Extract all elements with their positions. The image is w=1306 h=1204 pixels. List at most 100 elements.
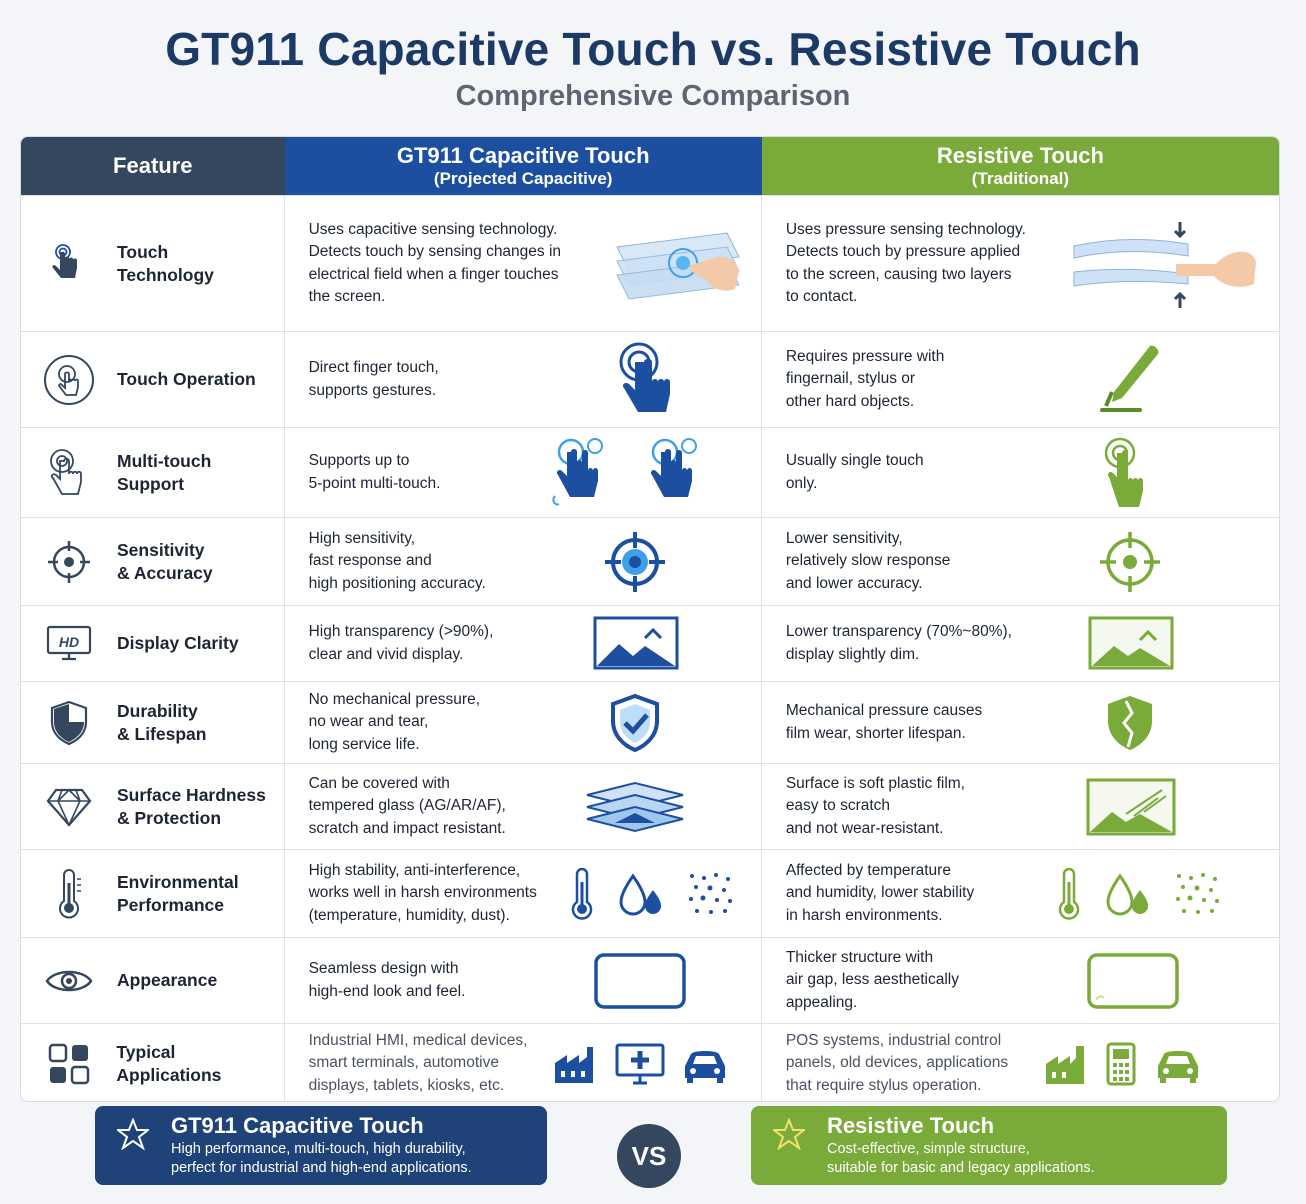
comparison-table: Feature GT911 Capacitive Touch (Projecte… (20, 136, 1280, 1102)
apps-grid-icon (21, 1043, 116, 1085)
resistive-summary-text: Cost-effective, simple structure, suitab… (827, 1141, 1095, 1176)
single-touch-icon (1100, 428, 1148, 517)
feature-label: Typical Applications (116, 1041, 222, 1085)
medical-monitor-icon (615, 1043, 665, 1084)
resistive-description: Uses pressure sensing technology. Detect… (785, 220, 1026, 306)
feature-label: Appearance (117, 970, 218, 990)
eye-icon (21, 966, 117, 996)
vs-badge: VS (617, 1124, 681, 1188)
feature-cell: Surface Hardness & Protection (21, 764, 285, 849)
capacitive-description: No mechanical pressure, no wear and tear… (308, 690, 481, 753)
resistive-cell: Uses pressure sensing technology. Detect… (762, 196, 1279, 331)
star-icon (751, 1112, 827, 1150)
table-row: Surface Hardness & Protection Can be cov… (21, 763, 1279, 849)
resistive-cell: POS systems, industrial control panels, … (762, 1024, 1279, 1101)
feature-cell: Sensitivity & Accuracy (21, 518, 285, 605)
capacitive-summary-card: GT911 Capacitive Touch High performance,… (95, 1106, 547, 1185)
capacitive-cell: High stability, anti-interference, works… (285, 850, 762, 937)
feature-cell: HD Display Clarity (21, 606, 285, 681)
capacitive-description: Direct finger touch, supports gestures. (308, 359, 439, 399)
shield-icon (21, 700, 117, 746)
table-header: Feature GT911 Capacitive Touch (Projecte… (21, 137, 1279, 195)
hd-monitor-icon: HD (21, 625, 117, 663)
resistive-description: Thicker structure with air gap, less aes… (785, 948, 959, 1011)
finger-touch-icon (615, 332, 681, 427)
capacitive-cell: No mechanical pressure, no wear and tear… (285, 682, 762, 763)
capacitive-cell: High transparency (>90%), clear and vivi… (285, 606, 762, 681)
feature-cell: Durability & Lifespan (21, 682, 285, 763)
environment-icons (1056, 850, 1220, 937)
table-row: Touch Technology Uses capacitive sensing… (21, 195, 1279, 331)
dust-icon (688, 872, 732, 914)
capacitive-summary-title: GT911 Capacitive Touch (171, 1113, 424, 1138)
water-drops-icon (619, 872, 661, 915)
thermometer-icon (571, 867, 592, 920)
feature-cell: Multi-touch Support (21, 428, 285, 517)
feature-label: Surface Hardness & Protection (117, 784, 266, 828)
table-row: Durability & Lifespan No mechanical pres… (21, 681, 1279, 763)
car-icon (684, 1050, 725, 1083)
resistive-description: Lower sensitivity, relatively slow respo… (785, 529, 951, 592)
capacitive-description: High sensitivity, fast response and high… (308, 529, 486, 592)
resistive-summary-title: Resistive Touch (827, 1113, 995, 1138)
scratched-film-icon (1086, 764, 1176, 849)
thermometer-icon (1058, 867, 1080, 920)
capacitive-layers-illustration (607, 196, 747, 331)
capacitive-description: Industrial HMI, medical devices, smart t… (308, 1031, 528, 1094)
resistive-summary-card: Resistive Touch Cost-effective, simple s… (751, 1106, 1227, 1185)
touch-circle-icon (21, 354, 117, 406)
resistive-cell: Lower sensitivity, relatively slow respo… (762, 518, 1279, 605)
capacitive-cell: Supports up to 5-point multi-touch. (285, 428, 762, 517)
environment-icons (569, 850, 733, 937)
shield-check-icon (609, 682, 661, 763)
resistive-description: Lower transparency (70%~80%), display sl… (785, 623, 1012, 663)
table-row: Typical Applications Industrial HMI, med… (21, 1023, 1279, 1101)
capacitive-description: High stability, anti-interference, works… (308, 861, 537, 924)
header-feature: Feature (21, 137, 285, 195)
multi-touch-illustration (549, 428, 711, 517)
resistive-cell: Thicker structure with air gap, less aes… (762, 938, 1279, 1023)
capacitive-summary-text: High performance, multi-touch, high dura… (171, 1141, 472, 1176)
capacitive-description: High transparency (>90%), clear and vivi… (308, 623, 494, 663)
table-row: Environmental Performance High stability… (21, 849, 1279, 937)
table-row: Appearance Seamless design with high-end… (21, 937, 1279, 1023)
capacitive-description: Uses capacitive sensing technology. Dete… (308, 220, 562, 306)
resistive-cell: Requires pressure with fingernail, stylu… (762, 332, 1279, 427)
capacitive-cell: High sensitivity, fast response and high… (285, 518, 762, 605)
multi-touch-hand-icon (551, 437, 603, 505)
header-resistive-subtitle: (Traditional) (971, 169, 1070, 188)
multi-touch-icon (21, 447, 117, 499)
pos-terminal-icon (1106, 1042, 1136, 1085)
feature-label: Multi-touch Support (117, 450, 212, 494)
resistive-cell: Mechanical pressure causes film wear, sh… (762, 682, 1279, 763)
header-resistive: Resistive Touch (Traditional) (761, 137, 1279, 195)
resistive-description: Usually single touch only. (785, 452, 924, 492)
capacitive-cell: Uses capacitive sensing technology. Dete… (285, 196, 762, 331)
capacitive-cell: Industrial HMI, medical devices, smart t… (285, 1024, 762, 1101)
capacitive-cell: Seamless design with high-end look and f… (285, 938, 762, 1023)
target-icon (1098, 518, 1162, 605)
stylus-icon (1098, 332, 1162, 427)
target-icon (603, 518, 667, 605)
star-icon (95, 1112, 171, 1150)
feature-label: Sensitivity & Accuracy (117, 539, 213, 583)
table-row: Multi-touch Support Supports up to 5-poi… (21, 427, 1279, 517)
table-row: Sensitivity & Accuracy High sensitivity,… (21, 517, 1279, 605)
hd-label: HD (59, 634, 79, 650)
multi-touch-hand-icon (650, 437, 697, 497)
application-icons (1044, 1024, 1202, 1101)
page-subtitle: Comprehensive Comparison (455, 80, 851, 112)
feature-cell: Typical Applications (21, 1024, 285, 1101)
resistive-description: Mechanical pressure causes film wear, sh… (785, 702, 983, 742)
diamond-icon (21, 787, 117, 827)
capacitive-description: Supports up to 5-point multi-touch. (308, 452, 441, 492)
table-row: Touch Operation Direct finger touch, sup… (21, 331, 1279, 427)
resistive-cell: Surface is soft plastic film, easy to sc… (762, 764, 1279, 849)
resistive-cell: Usually single touch only. (762, 428, 1279, 517)
capacitive-description: Seamless design with high-end look and f… (308, 960, 466, 1000)
resistive-description: Affected by temperature and humidity, lo… (785, 861, 975, 924)
thermometer-icon (21, 868, 117, 919)
cracked-shield-icon (1104, 682, 1156, 763)
feature-label: Environmental Performance (117, 871, 239, 915)
bezel-panel-icon (1086, 938, 1180, 1023)
